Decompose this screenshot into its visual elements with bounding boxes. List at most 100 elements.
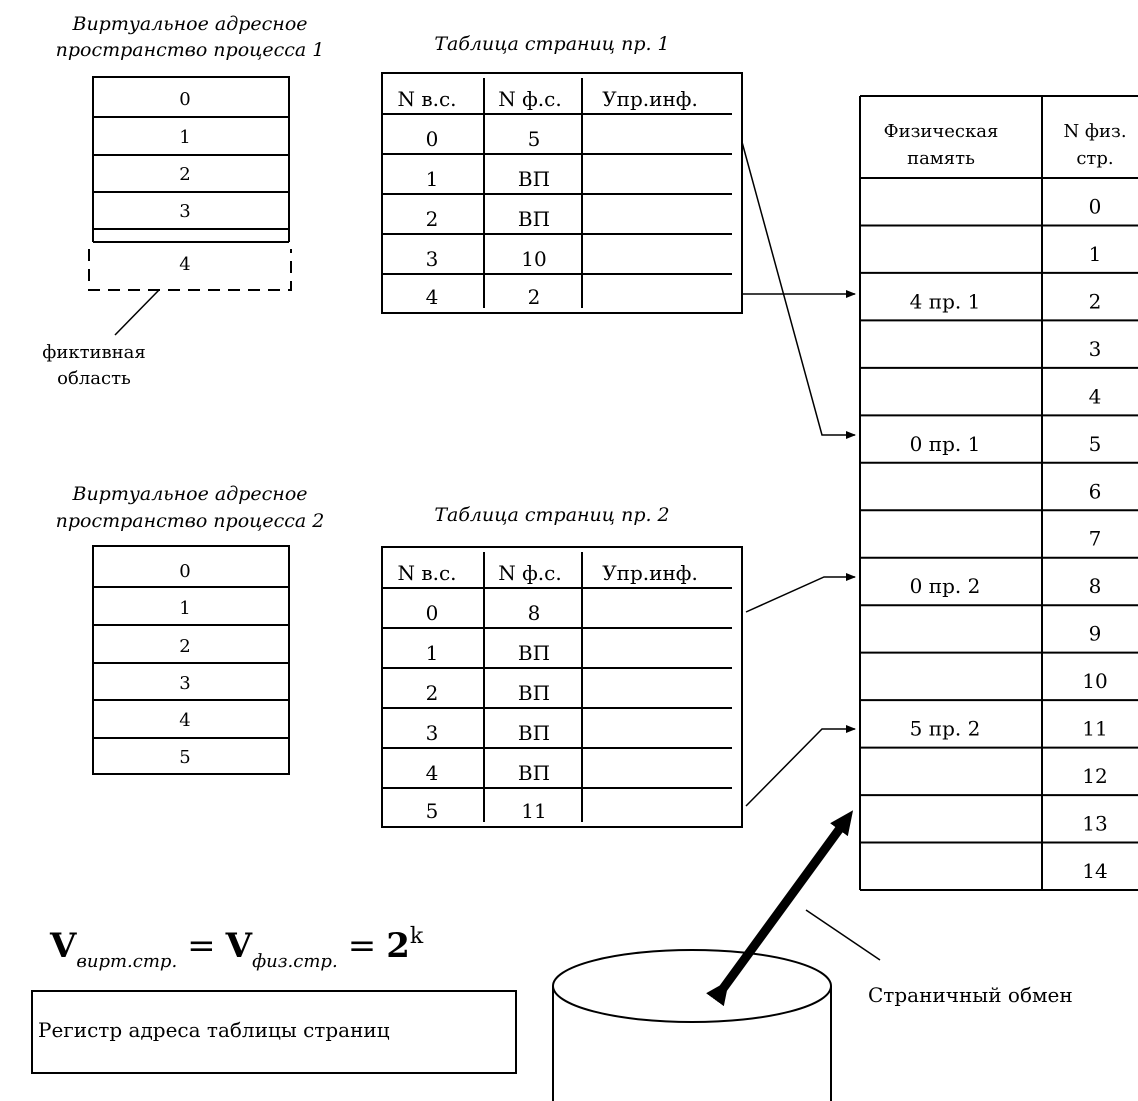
frame-number: 5 [1089, 432, 1102, 456]
frame-number: 11 [1082, 717, 1107, 741]
page-table-2-cell: ВП [518, 641, 550, 665]
page-table-1-cell: ВП [518, 167, 550, 191]
page-table-1-cell: 4 [426, 285, 439, 309]
page-table-1-cell: ВП [518, 207, 550, 231]
process1-page-3: 3 [179, 201, 190, 222]
page-table-1-title: Таблица страниц пр. 1 [434, 33, 669, 55]
paging-label: Страничный обмен [868, 983, 1073, 1007]
process2-page-3: 3 [179, 673, 190, 694]
process2-page-5: 5 [179, 747, 190, 768]
process1-page-4: 4 [179, 254, 190, 275]
page-table-2-cell: 1 [426, 641, 439, 665]
fictitious-label-line2: область [57, 368, 131, 389]
fictitious-region [88, 249, 292, 291]
page-table-1-cell: 3 [426, 247, 439, 271]
page-table-2-cell: 8 [528, 601, 541, 625]
frame-number-header-line2: стр. [1076, 148, 1113, 169]
paging-exchange-arrow [706, 810, 854, 1007]
page-table-2-cell: 3 [426, 721, 439, 745]
process2-page-4: 4 [179, 710, 190, 731]
page-table-2-cell: 11 [521, 799, 546, 823]
formula-sub1: вирт.стр. [76, 951, 177, 972]
process2-page-1: 1 [179, 598, 190, 619]
frame-number: 3 [1089, 337, 1102, 361]
mapping-arrows [741, 141, 856, 807]
formula-v1: V [49, 926, 77, 966]
process1-vas-title-line1: Виртуальное адресное [71, 13, 307, 35]
frame-number: 9 [1089, 622, 1102, 646]
process1-page-0: 0 [179, 89, 190, 110]
frame-content: 4 пр. 1 [910, 289, 981, 313]
process1-page-1: 1 [179, 127, 190, 148]
page-table-2-cell: 2 [426, 681, 439, 705]
frame-number-header-line1: N физ. [1063, 121, 1126, 142]
page-table-2-header-frame: N ф.с. [498, 561, 561, 585]
process2-page-0: 0 [179, 561, 190, 582]
frame-content: 0 пр. 2 [910, 574, 981, 598]
page-table-1-header-control: Упр.инф. [602, 87, 698, 111]
page-table-2: Таблица страниц пр. 2 N в.с. N ф.с. Упр.… [381, 504, 743, 828]
formula-v2: V [225, 926, 253, 966]
frame-number: 1 [1089, 242, 1102, 266]
arrow-p1-page0-to-frame5 [741, 141, 856, 439]
formula-eq1: = [187, 926, 216, 966]
page-table-2-cell: ВП [518, 681, 550, 705]
paging-leader-line [805, 909, 881, 961]
frame-number: 8 [1089, 574, 1102, 598]
process1-page-2: 2 [179, 164, 190, 185]
frame-number: 12 [1082, 764, 1107, 788]
frame-content: 0 пр. 1 [910, 432, 981, 456]
page-table-1-cell: 5 [528, 127, 541, 151]
page-table-2-title: Таблица страниц пр. 2 [434, 504, 669, 526]
page-table-1-header-frame: N ф.с. [498, 87, 561, 111]
process2-page-2: 2 [179, 636, 190, 657]
register-box [31, 990, 517, 1074]
arrow-p2-page0-to-frame8 [745, 573, 856, 613]
process1-vas-title-line2: пространство процесса 1 [56, 39, 325, 61]
frame-number: 7 [1089, 527, 1102, 551]
process1-vas: Виртуальное адресное пространство процес… [42, 13, 324, 389]
frame-number: 2 [1089, 289, 1102, 313]
frame-number: 10 [1082, 669, 1107, 693]
page-size-formula: Vвирт.стр.=Vфиз.стр.=2k [49, 924, 424, 972]
frame-number: 14 [1082, 859, 1107, 883]
arrow-p2-page5-to-frame11 [745, 725, 856, 807]
page-table-2-cell: 5 [426, 799, 439, 823]
frame-number: 6 [1089, 479, 1102, 503]
process2-vas-title-line2: пространство процесса 2 [56, 510, 325, 532]
formula-eq2: = [348, 926, 377, 966]
frame-number: 13 [1082, 812, 1107, 836]
page-table-1-cell: 0 [426, 127, 439, 151]
frame-number: 4 [1089, 384, 1102, 408]
process1-vas-frame [92, 76, 290, 242]
disk-icon [552, 949, 832, 1101]
physical-memory-header-line1: Физическая [884, 121, 999, 142]
page-table-1-cell: 2 [528, 285, 541, 309]
process2-vas-frame [92, 545, 290, 775]
fictitious-label-line1: фиктивная [42, 342, 146, 363]
page-table-2-cell: ВП [518, 721, 550, 745]
page-table-1-header-vpage: N в.с. [397, 87, 456, 111]
formula-expression: Vвирт.стр.=Vфиз.стр.=2k [49, 924, 424, 972]
frame-number: 0 [1089, 194, 1102, 218]
page-table-1-cell: 1 [426, 167, 439, 191]
formula-exp: k [410, 924, 424, 949]
page-table-address-register: Регистр адреса таблицы страниц [31, 990, 517, 1074]
page-table-1: Таблица страниц пр. 1 N в.с. N ф.с. Упр.… [381, 33, 743, 314]
page-table-1-cell: 10 [521, 247, 546, 271]
fictitious-leader-line [114, 289, 160, 336]
physical-memory-header-line2: память [907, 148, 975, 169]
page-table-2-header-vpage: N в.с. [397, 561, 456, 585]
frame-content: 5 пр. 2 [910, 717, 981, 741]
process2-vas-title-line1: Виртуальное адресное [71, 483, 307, 505]
register-label: Регистр адреса таблицы страниц [38, 1018, 390, 1042]
page-table-2-cell: 4 [426, 761, 439, 785]
page-table-2-frame [381, 546, 743, 828]
formula-sub2: физ.стр. [252, 951, 338, 972]
page-table-2-cell: ВП [518, 761, 550, 785]
page-table-1-cell: 2 [426, 207, 439, 231]
